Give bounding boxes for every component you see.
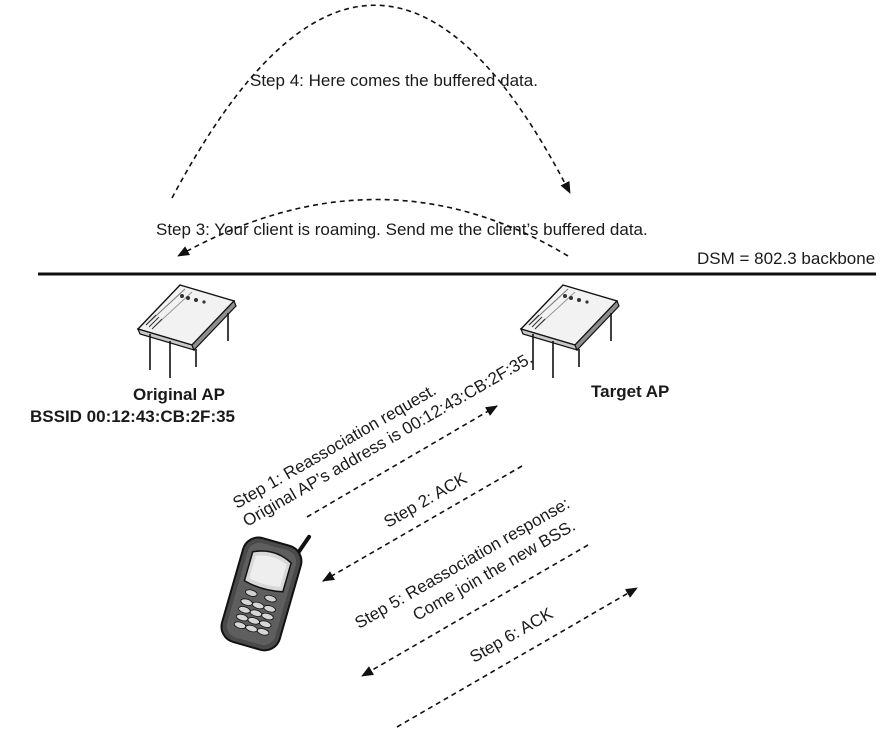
step5-arrow [361, 544, 589, 677]
dsm-label: DSM = 802.3 backbone [697, 249, 876, 268]
mobile-phone-icon [220, 534, 312, 652]
step3-label: Step 3: Your client is roaming. Send me … [156, 220, 648, 239]
original-ap-icon [136, 284, 237, 378]
step3-arrow [177, 198, 569, 257]
target-ap-icon [519, 284, 620, 378]
step4-arrow [171, 4, 571, 199]
original-ap-bssid: BSSID 00:12:43:CB:2F:35 [30, 407, 236, 426]
step1-arrow [306, 405, 498, 518]
step4-label: Step 4: Here comes the buffered data. [250, 71, 538, 90]
step2-arrow [322, 465, 523, 582]
original-ap-label: Original AP [133, 385, 225, 404]
target-ap-label: Target AP [591, 382, 670, 401]
step6-arrow [396, 587, 638, 728]
